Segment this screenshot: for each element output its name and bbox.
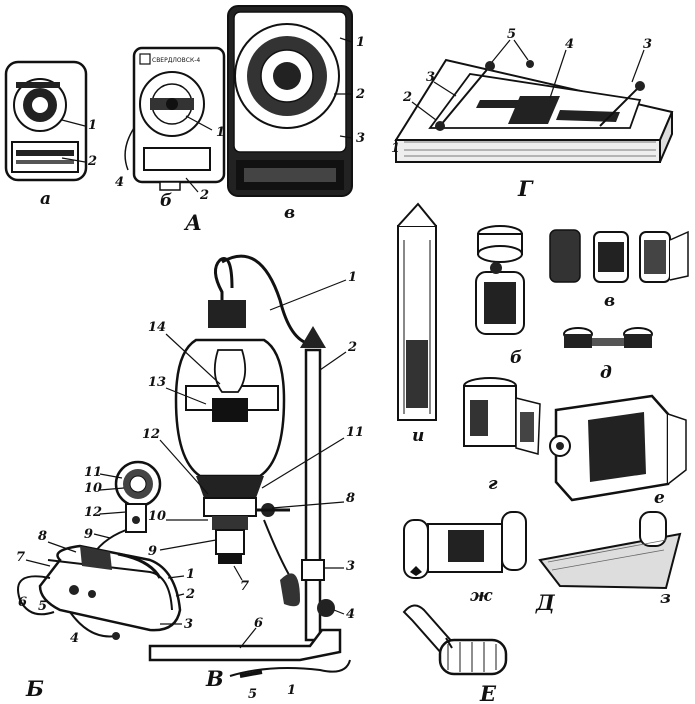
svg-text:14: 14 <box>148 320 166 335</box>
svg-text:1: 1 <box>391 141 400 156</box>
svg-text:1: 1 <box>216 125 225 140</box>
label-e: е <box>654 488 665 508</box>
svg-text:5: 5 <box>507 27 516 42</box>
label-V: В <box>205 666 224 691</box>
film-reel-d <box>563 327 653 348</box>
svg-text:2: 2 <box>87 154 97 169</box>
svg-text:6: 6 <box>254 616 263 631</box>
svg-text:2: 2 <box>402 90 412 105</box>
label-E: Е <box>479 681 497 704</box>
svg-text:2: 2 <box>199 188 209 203</box>
film-camera-back-e <box>549 394 687 502</box>
exposure-meter-v <box>227 5 353 197</box>
svg-text:7: 7 <box>240 579 249 594</box>
label-B: Б <box>25 676 44 701</box>
exposure-meter-b: СВЕРДЛОВСК-4 <box>124 46 226 191</box>
svg-text:4: 4 <box>346 607 355 622</box>
svg-text:8: 8 <box>38 529 47 544</box>
label-D: Д <box>535 590 556 615</box>
label-v-top: в <box>284 203 295 223</box>
label-v-film: в <box>604 291 615 311</box>
film-cartridge-g <box>463 377 541 455</box>
svg-text:2: 2 <box>347 340 357 355</box>
label-b-film: б <box>510 348 522 368</box>
svg-text:10: 10 <box>84 481 102 496</box>
label-z: з <box>660 588 671 608</box>
svg-text:4: 4 <box>115 175 124 190</box>
film-cassettes-v <box>549 229 689 283</box>
svg-text:3: 3 <box>643 37 652 52</box>
label-i: и <box>412 426 424 446</box>
svg-text:7: 7 <box>16 550 25 565</box>
exposure-meter-a <box>4 60 88 182</box>
svg-text:12: 12 <box>84 505 102 520</box>
label-b: б <box>160 191 172 211</box>
svg-text:12: 12 <box>142 427 160 442</box>
svg-text:2: 2 <box>355 87 365 102</box>
printing-frame <box>394 58 674 163</box>
label-A: А <box>183 210 202 235</box>
svg-text:3: 3 <box>346 559 355 574</box>
svg-text:5: 5 <box>248 687 257 702</box>
svg-text:1: 1 <box>348 270 357 285</box>
label-d: д <box>600 363 612 383</box>
squeegee-roller <box>402 604 508 676</box>
label-g: г <box>488 474 498 494</box>
film-clip-z <box>538 511 682 590</box>
svg-text:3: 3 <box>426 70 435 85</box>
svg-text:9: 9 <box>148 544 157 559</box>
svg-text:6: 6 <box>18 595 27 610</box>
svg-text:4: 4 <box>70 631 79 646</box>
film-cassette-i <box>397 202 437 421</box>
svg-text:1: 1 <box>186 567 195 582</box>
label-a: а <box>40 189 51 209</box>
svg-text:8: 8 <box>346 491 355 506</box>
film-spool-b <box>475 225 525 335</box>
svg-text:11: 11 <box>346 425 364 440</box>
svg-text:11: 11 <box>84 465 102 480</box>
photo-enlarger <box>148 254 351 678</box>
label-G: Г <box>517 176 534 201</box>
meter-brand-label: СВЕРДЛОВСК-4 <box>152 57 200 64</box>
svg-text:9: 9 <box>84 527 93 542</box>
svg-text:13: 13 <box>148 375 166 390</box>
label-zh: ж <box>470 586 493 606</box>
film-holder-zh <box>403 511 527 579</box>
svg-text:3: 3 <box>356 131 365 146</box>
svg-text:1: 1 <box>287 683 296 698</box>
svg-text:4: 4 <box>565 37 574 52</box>
svg-text:2: 2 <box>185 587 195 602</box>
svg-text:10: 10 <box>148 509 166 524</box>
svg-text:1: 1 <box>356 35 365 50</box>
flash-unit <box>17 460 182 640</box>
svg-text:3: 3 <box>184 617 193 632</box>
svg-text:5: 5 <box>38 599 47 614</box>
svg-text:1: 1 <box>88 118 97 133</box>
